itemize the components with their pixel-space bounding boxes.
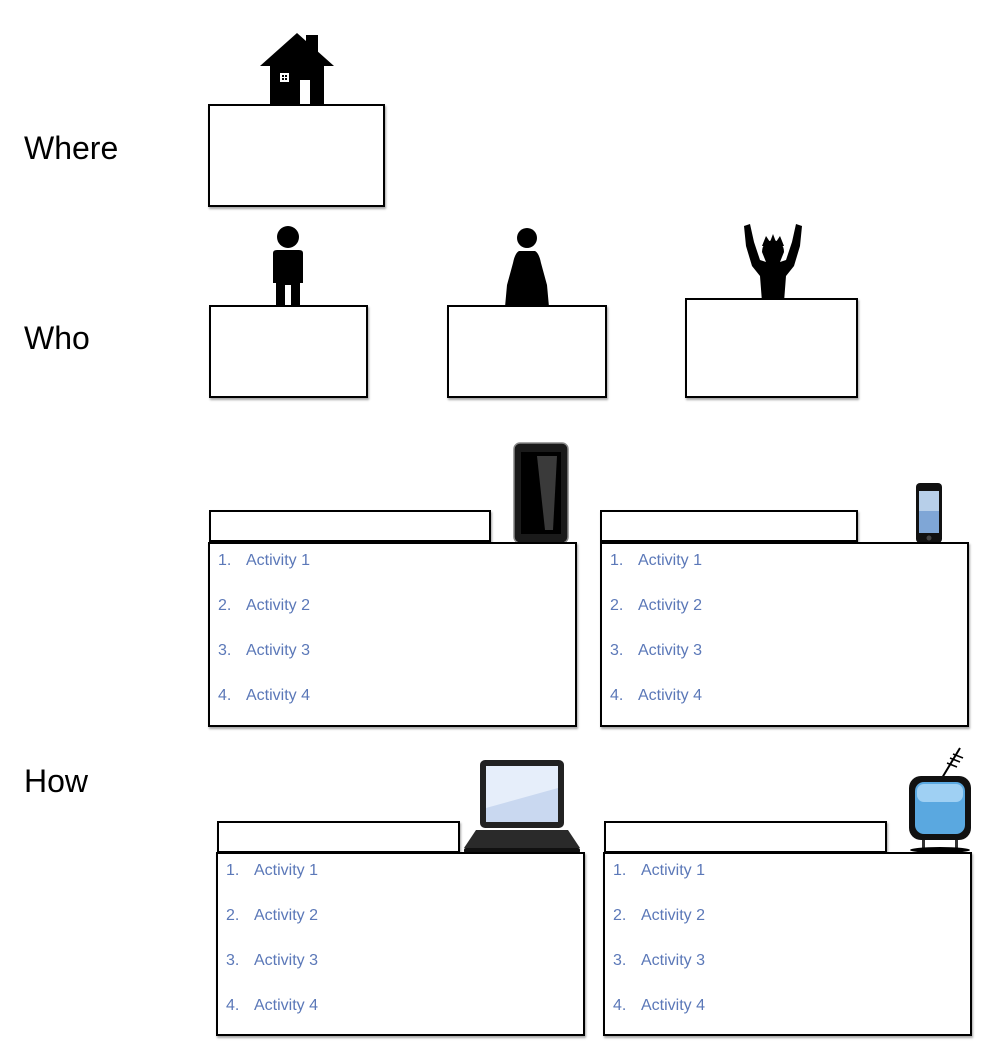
device-title-box-1[interactable] [209,510,491,542]
house-icon [260,33,334,106]
device-title-box-3[interactable] [217,821,460,853]
activity-item[interactable]: 2.Activity 2 [613,907,706,924]
where-label: Where [24,130,119,166]
who-box-woman[interactable] [447,305,607,398]
activity-item[interactable]: 3.Activity 3 [218,642,311,659]
activity-item[interactable]: 4.Activity 4 [610,687,703,704]
tv-icon [909,747,971,853]
smartphone-icon [916,483,942,543]
activity-item[interactable]: 4.Activity 4 [613,997,706,1014]
activity-item[interactable]: 3.Activity 3 [613,952,706,969]
device-title-box-2[interactable] [600,510,858,542]
tablet-icon [513,442,569,544]
where-box[interactable] [208,104,385,207]
man-icon [273,226,303,307]
activity-item[interactable]: 4.Activity 4 [218,687,311,704]
device-activity-box-4[interactable]: 1.Activity 1 2.Activity 2 3.Activity 3 4… [603,852,972,1036]
activity-list-2: 1.Activity 1 2.Activity 2 3.Activity 3 4… [610,552,702,732]
activity-item[interactable]: 1.Activity 1 [613,862,706,879]
who-box-man[interactable] [209,305,368,398]
activity-item[interactable]: 2.Activity 2 [226,907,319,924]
laptop-icon [464,760,580,853]
activity-item[interactable]: 1.Activity 1 [218,552,311,569]
activity-list-3: 1.Activity 1 2.Activity 2 3.Activity 3 4… [226,862,318,1042]
device-activity-box-3[interactable]: 1.Activity 1 2.Activity 2 3.Activity 3 4… [216,852,585,1036]
how-label: How [24,763,89,799]
activity-item[interactable]: 3.Activity 3 [610,642,703,659]
device-activity-box-2[interactable]: 1.Activity 1 2.Activity 2 3.Activity 3 4… [600,542,969,727]
who-box-child[interactable] [685,298,858,398]
activity-item[interactable]: 4.Activity 4 [226,997,319,1014]
activity-item[interactable]: 2.Activity 2 [218,597,311,614]
activity-item[interactable]: 1.Activity 1 [226,862,319,879]
device-activity-box-1[interactable]: 1.Activity 1 2.Activity 2 3.Activity 3 4… [208,542,577,727]
woman-icon [505,228,549,307]
who-label: Who [24,320,90,356]
activity-list-4: 1.Activity 1 2.Activity 2 3.Activity 3 4… [613,862,705,1042]
activity-item[interactable]: 2.Activity 2 [610,597,703,614]
activity-item[interactable]: 1.Activity 1 [610,552,703,569]
activity-item[interactable]: 3.Activity 3 [226,952,319,969]
child-cheering-icon [744,224,802,302]
device-title-box-4[interactable] [604,821,887,853]
activity-list-1: 1.Activity 1 2.Activity 2 3.Activity 3 4… [218,552,310,732]
